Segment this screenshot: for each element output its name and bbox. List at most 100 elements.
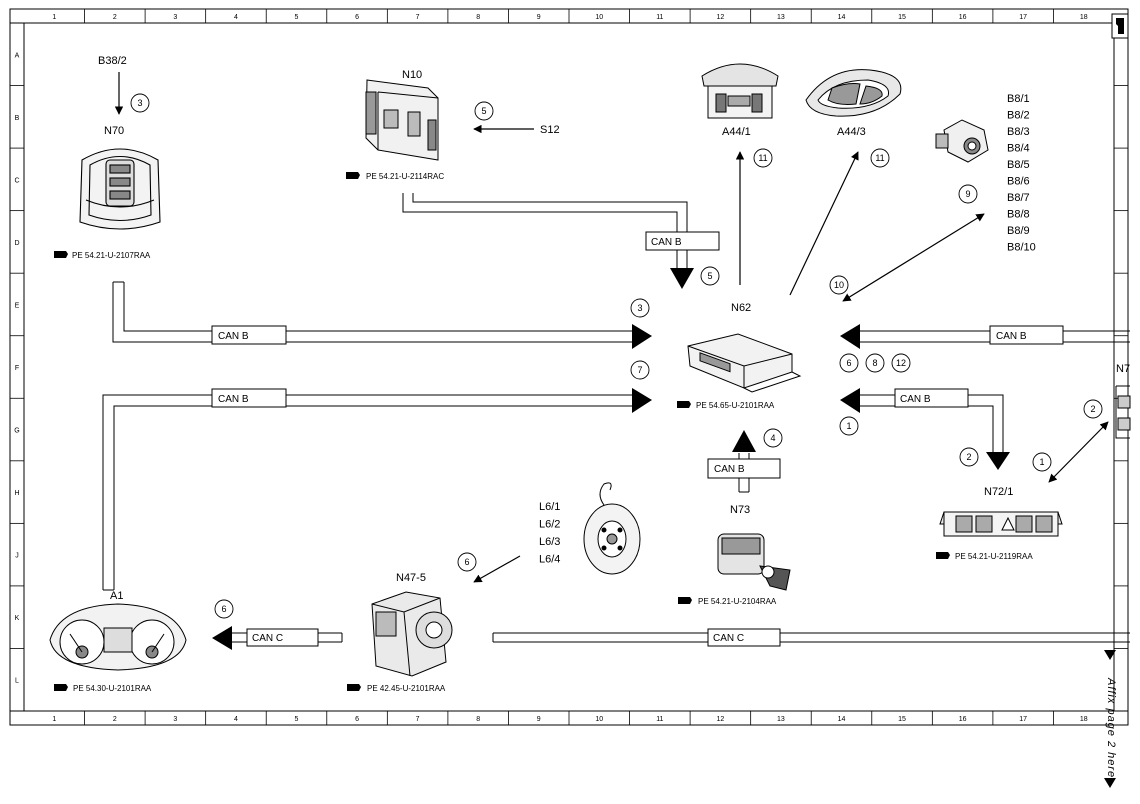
column-label: 6 xyxy=(355,716,359,723)
thin-arrows xyxy=(114,72,1109,583)
triangle-marker-icon xyxy=(1104,650,1116,660)
circle-2b: 2 xyxy=(966,452,971,462)
label-s12: S12 xyxy=(540,124,560,136)
pointing-hand-icon xyxy=(678,597,692,604)
reference-labels: PE 54.21-U-2107RAA PE 54.21-U-2114RAC PE… xyxy=(54,172,1033,693)
svg-text:PE 54.21-U-2107RAA: PE 54.21-U-2107RAA xyxy=(72,251,151,260)
ref-a1: PE 54.30-U-2101RAA xyxy=(54,684,152,693)
label-n70: N70 xyxy=(104,125,124,137)
label-n72-1: N72/1 xyxy=(984,486,1013,498)
ref-n62: PE 54.65-U-2101RAA xyxy=(677,401,775,410)
circle-9: 9 xyxy=(965,189,970,199)
row-ticks xyxy=(10,85,1128,649)
label-n10: N10 xyxy=(402,69,422,81)
a44-1-light-icon xyxy=(701,63,779,119)
b8-sensor-label: B8/5 xyxy=(1007,159,1030,171)
column-label: 14 xyxy=(838,716,846,723)
label-n62: N62 xyxy=(731,302,751,314)
row-label: E xyxy=(15,302,20,309)
column-label: 15 xyxy=(898,14,906,21)
pointing-hand-icon xyxy=(347,684,361,691)
bus-lines xyxy=(102,193,1130,643)
can-b-label-3: CAN B xyxy=(651,237,682,248)
can-c-label-1: CAN C xyxy=(252,633,283,644)
ref-n70: PE 54.21-U-2107RAA xyxy=(54,251,151,260)
label-a1: A1 xyxy=(110,590,123,602)
column-label: 3 xyxy=(173,14,177,21)
circle-12: 12 xyxy=(896,358,906,368)
row-label: C xyxy=(14,177,19,184)
pointing-hand-icon xyxy=(936,552,950,559)
column-label: 2 xyxy=(113,14,117,21)
n73-ignition-switch-icon xyxy=(717,533,791,591)
circle-6a: 6 xyxy=(846,358,851,368)
column-label: 7 xyxy=(416,14,420,21)
row-label: J xyxy=(15,553,19,560)
circle-6c: 6 xyxy=(221,604,226,614)
l6-sensor-list: L6/1L6/2L6/3L6/4 xyxy=(539,501,560,566)
pointing-hand-icon xyxy=(677,401,691,408)
can-b-label-6: CAN B xyxy=(900,394,931,405)
circle-1b: 1 xyxy=(1039,457,1044,467)
column-label: 18 xyxy=(1080,14,1088,21)
b8-sensor-icon xyxy=(935,119,989,163)
can-b-label-5: CAN B xyxy=(996,331,1027,342)
circle-1a: 1 xyxy=(846,421,851,431)
row-label: G xyxy=(14,428,19,435)
circle-8: 8 xyxy=(872,358,877,368)
column-label: 7 xyxy=(416,716,420,723)
n62-module-icon xyxy=(687,333,802,393)
column-label: 17 xyxy=(1019,14,1027,21)
l6-sensor-label: L6/1 xyxy=(539,501,560,513)
svg-text:PE 54.21-U-2119RAA: PE 54.21-U-2119RAA xyxy=(955,552,1033,561)
column-label: 17 xyxy=(1019,716,1027,723)
row-label: K xyxy=(15,615,20,622)
circle-11b: 11 xyxy=(875,153,884,163)
pointing-hand-icon xyxy=(346,172,360,179)
column-label: 11 xyxy=(656,14,663,21)
column-label: 6 xyxy=(355,14,359,21)
n47-5-abs-module-icon xyxy=(371,591,453,677)
can-c-label-2: CAN C xyxy=(713,633,744,644)
ref-n10: PE 54.21-U-2114RAC xyxy=(346,172,444,181)
column-label: 9 xyxy=(537,14,541,21)
column-label: 10 xyxy=(595,716,603,723)
l6-sensor-label: L6/2 xyxy=(539,519,560,531)
row-label: F xyxy=(15,365,19,372)
ref-n73: PE 54.21-U-2104RAA xyxy=(678,597,777,606)
circle-6b: 6 xyxy=(464,557,469,567)
column-label: 4 xyxy=(234,716,238,723)
column-label: 16 xyxy=(959,716,967,723)
circle-5a: 5 xyxy=(481,106,486,116)
numbered-circles xyxy=(130,93,1103,619)
affix-note: Affix page 2 here xyxy=(1104,650,1117,788)
row-label: A xyxy=(15,52,20,59)
b8-sensor-label: B8/3 xyxy=(1007,126,1030,138)
b8-sensor-label: B8/9 xyxy=(1007,225,1030,237)
b8-sensor-label: B8/4 xyxy=(1007,143,1030,155)
b8-sensor-label: B8/2 xyxy=(1007,110,1030,122)
column-ticks xyxy=(84,9,1054,725)
svg-text:PE 54.30-U-2101RAA: PE 54.30-U-2101RAA xyxy=(73,684,152,693)
column-label: 5 xyxy=(295,716,299,723)
label-b38-2: B38/2 xyxy=(98,55,127,67)
label-a44-3: A44/3 xyxy=(837,126,866,138)
pointing-hand-icon xyxy=(54,684,68,691)
row-label: H xyxy=(14,490,19,497)
affix-page-note: Affix page 2 here xyxy=(1105,677,1117,778)
column-label: 10 xyxy=(595,14,603,21)
circle-numbers: 3 5 11 11 9 5 10 3 6 8 12 7 1 2 4 2 1 6 … xyxy=(137,98,1095,614)
circle-4: 4 xyxy=(770,433,775,443)
n72-1-switch-panel-icon xyxy=(939,511,1063,537)
l6-wheel-sensor-icon xyxy=(583,482,641,575)
column-label: 8 xyxy=(476,716,480,723)
row-label: D xyxy=(14,240,19,247)
ref-n72-1: PE 54.21-U-2119RAA xyxy=(936,552,1033,561)
circle-10: 10 xyxy=(834,280,844,290)
column-label: 5 xyxy=(295,14,299,21)
column-label: 12 xyxy=(716,716,724,723)
svg-text:PE 54.21-U-2104RAA: PE 54.21-U-2104RAA xyxy=(698,597,777,606)
column-label: 1 xyxy=(52,14,56,21)
column-label: 16 xyxy=(959,14,967,21)
triangle-marker-icon xyxy=(1104,778,1116,788)
